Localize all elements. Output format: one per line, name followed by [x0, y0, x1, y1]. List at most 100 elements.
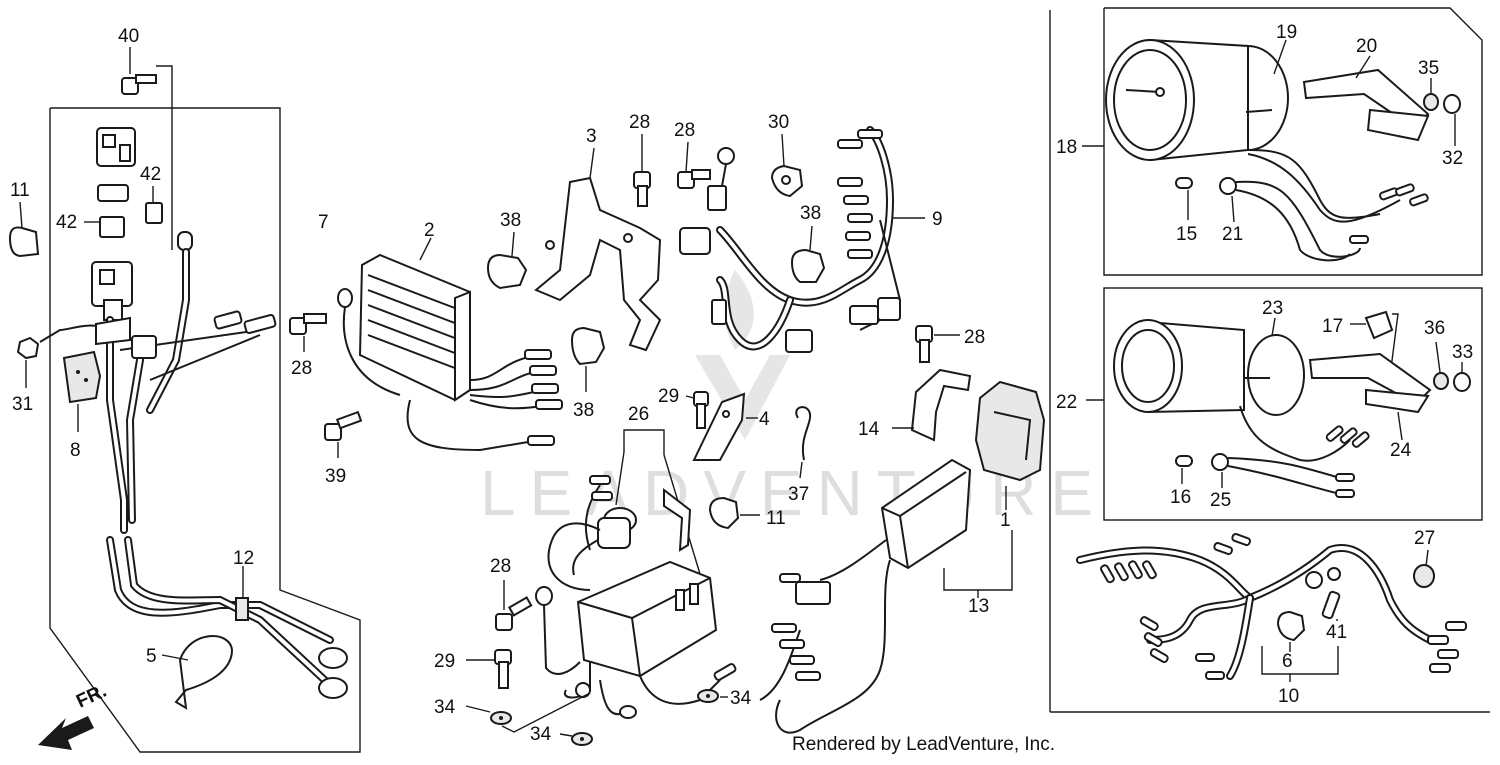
- callout-2: 2: [424, 220, 435, 241]
- bracket-24: [1308, 352, 1432, 441]
- regulator-rectifier: [358, 237, 471, 402]
- grommet-27: [1413, 549, 1435, 588]
- callout-42: 42: [56, 212, 77, 233]
- callout-28: 28: [964, 327, 985, 348]
- bolt-40: [121, 47, 173, 250]
- callout-16: 16: [1170, 487, 1191, 508]
- callout-26: 26: [628, 404, 649, 425]
- bolt-39: [324, 410, 363, 458]
- frame-22: [1086, 287, 1483, 521]
- rubber-mount-1: [974, 380, 1046, 510]
- callout-32: 32: [1442, 148, 1463, 169]
- credit-text: Rendered by LeadVenture, Inc.: [792, 734, 1056, 755]
- callout-28: 28: [490, 556, 511, 577]
- bolt-28a: [289, 313, 327, 352]
- callout-39: 39: [325, 466, 346, 487]
- washer-34a: [465, 693, 589, 733]
- tach-wires: [1325, 425, 1370, 448]
- callout-29: 29: [658, 386, 679, 407]
- socket-21: [1219, 177, 1429, 262]
- clip-30: [770, 133, 804, 198]
- washer-34b: [697, 689, 728, 703]
- callout-11: 11: [766, 508, 786, 529]
- connector-8: [62, 350, 102, 432]
- bolt-29b: [466, 649, 512, 689]
- clip-11b: [708, 496, 760, 530]
- clip-17: [1350, 310, 1399, 377]
- callout-9: 9: [932, 209, 943, 230]
- main-harness-9: [679, 126, 925, 353]
- bulb-15: [1175, 177, 1193, 220]
- washer-36: [1433, 341, 1449, 390]
- stay-3: [534, 147, 662, 352]
- callout-38: 38: [500, 210, 521, 231]
- bracket-4: [692, 392, 758, 461]
- callout-1: 1: [1000, 510, 1011, 531]
- bolt-28c: [677, 141, 711, 189]
- clamp-6: [1261, 610, 1339, 682]
- nut-31: [16, 336, 40, 388]
- callout-31: 31: [12, 394, 33, 415]
- callout-34: 34: [530, 724, 552, 745]
- bolt-28b: [633, 134, 651, 207]
- module-13: [759, 458, 1013, 734]
- callout-40: 40: [118, 26, 139, 47]
- callout-42: 42: [140, 164, 161, 185]
- front-direction-arrow: FR.: [38, 681, 110, 750]
- clamp-38c: [790, 225, 826, 283]
- callout-4: 4: [759, 409, 770, 430]
- callout-19: 19: [1276, 22, 1297, 43]
- callout-14: 14: [858, 419, 880, 440]
- ignition-coil-26: [547, 429, 701, 591]
- band-5: [161, 635, 234, 710]
- regulator-wires: [337, 288, 563, 452]
- cdi-unit: [535, 560, 737, 719]
- starter-relay: [91, 261, 133, 321]
- callout-6: 6: [1282, 651, 1293, 672]
- callout-15: 15: [1176, 224, 1197, 245]
- washer-34c: [559, 732, 593, 746]
- callout-36: 36: [1424, 318, 1445, 339]
- callout-28: 28: [629, 112, 650, 133]
- bracket-14: [892, 368, 972, 442]
- tachometer: [1113, 317, 1351, 462]
- bolt-29a: [685, 391, 709, 429]
- callout-22: 22: [1056, 392, 1077, 413]
- callout-12: 12: [233, 548, 254, 569]
- callout-35: 35: [1418, 58, 1439, 79]
- callout-33: 33: [1452, 342, 1473, 363]
- callout-10: 10: [1278, 686, 1299, 707]
- callout-23: 23: [1262, 298, 1283, 319]
- callout-5: 5: [146, 646, 157, 667]
- frame-18: [1082, 7, 1483, 276]
- harness-7: [39, 310, 277, 534]
- callout-30: 30: [768, 112, 789, 133]
- callout-28: 28: [674, 120, 695, 141]
- sub-harness-10: [1076, 533, 1467, 680]
- callout-28: 28: [291, 358, 312, 379]
- fuse-holder-upper: [97, 184, 129, 202]
- clip-37: [795, 406, 812, 479]
- fuse-42b: [145, 186, 163, 224]
- callout-34: 34: [730, 688, 752, 709]
- callout-27: 27: [1414, 528, 1435, 549]
- callout-37: 37: [788, 484, 809, 505]
- bracket-20: [1302, 55, 1430, 142]
- relay-box: [96, 127, 136, 167]
- clamp-38b: [570, 326, 606, 392]
- callout-18: 18: [1056, 137, 1077, 158]
- battery-cable-12: [106, 536, 348, 699]
- frame-7: [49, 107, 361, 753]
- callout-38: 38: [573, 400, 594, 421]
- callout-20: 20: [1356, 36, 1377, 57]
- callout-17: 17: [1322, 316, 1343, 337]
- callout-29: 29: [434, 651, 455, 672]
- clamp-38a: [486, 231, 528, 290]
- callout-24: 24: [1390, 440, 1412, 461]
- callout-25: 25: [1210, 490, 1231, 511]
- fr-label: FR.: [73, 681, 110, 713]
- bulb-16: [1175, 455, 1193, 484]
- callout-34: 34: [434, 697, 456, 718]
- bolt-28e: [495, 580, 533, 631]
